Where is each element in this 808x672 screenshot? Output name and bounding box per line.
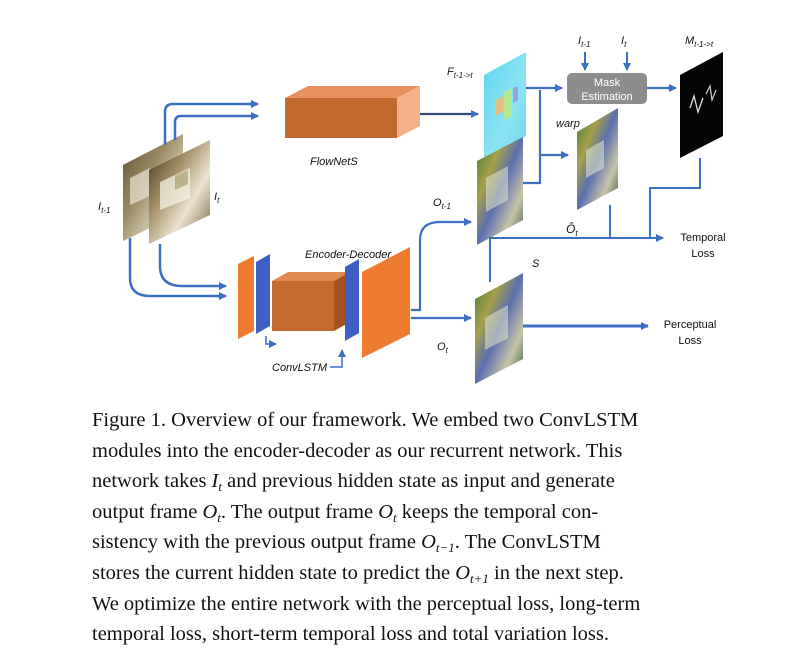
label-o-prev: O (433, 197, 442, 209)
label-flow-sub: t-1->t (454, 71, 474, 80)
mask-estimation-label-1: Mask (594, 77, 621, 89)
caption-line-4-b: . The output frame (220, 500, 379, 523)
warped-output-image (577, 108, 618, 210)
label-flow: F (447, 66, 455, 78)
arrow-to-temporal-loss (489, 234, 664, 282)
label-mask-out: M (685, 35, 695, 47)
caption-line-4-c: keeps the temporal con- (396, 500, 599, 523)
input-frame-current (149, 140, 210, 244)
label-i-current: I (214, 191, 217, 203)
framework-diagram: It-1 It FlowNetS Ft-1->t It-1 It Mask Es… (98, 35, 726, 384)
optical-flow-image (484, 52, 526, 158)
caption-line-5: sistency with the previous output frame … (92, 527, 764, 558)
caption-math-oprev-sub: t−1 (435, 540, 455, 556)
label-mask-in-prev: I (578, 35, 581, 47)
caption-line-3: network takes It and previous hidden sta… (92, 466, 764, 497)
label-i-prev: I (98, 201, 101, 213)
temporal-loss-label-1: Temporal (680, 232, 725, 244)
arrow-current-to-flownet (173, 112, 259, 140)
figure-caption: Figure 1. Overview of our framework. We … (92, 405, 764, 650)
convlstm-label: ConvLSTM (272, 362, 328, 374)
flownets-label: FlowNetS (310, 156, 358, 168)
caption-line-3-a: network takes (92, 470, 212, 493)
label-o-hat-sub: t (575, 229, 578, 238)
arrow-decoder-to-prev-output (411, 218, 472, 312)
arrow-prev-to-encoder (128, 238, 227, 300)
convlstm-right-arrow (330, 349, 346, 368)
arrow-prev-output-to-warp (523, 155, 542, 185)
flownets-block (285, 86, 420, 138)
arrow-prev-to-flownet (163, 100, 259, 145)
mask-estimation-label-2: Estimation (581, 91, 632, 103)
caption-math-o2: O (378, 500, 394, 523)
caption-line-1: Figure 1. Overview of our framework. We … (92, 409, 639, 431)
caption-math-o: O (202, 500, 218, 523)
line-mask-to-temporal (649, 158, 701, 238)
label-mask-in-current-sub: t (624, 40, 627, 49)
perceptual-loss-label-2: Loss (678, 335, 702, 347)
label-o-t-sub: t (446, 346, 449, 355)
svg-text:Ot: Ot (437, 341, 449, 355)
caption-math-o2-sub: t (393, 509, 397, 525)
caption-line-3-b: and previous hidden state as input and g… (222, 470, 615, 493)
caption-line-6-a: stores the current hidden state to predi… (92, 561, 456, 584)
encoder-decoder-label: Encoder-Decoder (305, 249, 392, 261)
occlusion-mask-image (680, 52, 723, 158)
encoder-decoder-block (238, 247, 410, 358)
caption-line-5-b: . The ConvLSTM (454, 531, 601, 554)
svg-text:Ft-1->t: Ft-1->t (447, 66, 473, 80)
warp-label: warp (556, 118, 580, 130)
svg-text:Ôt: Ôt (566, 221, 578, 238)
svg-text:It-1: It-1 (98, 201, 110, 215)
label-i-prev-sub: t-1 (101, 206, 110, 215)
svg-text:It: It (621, 35, 627, 49)
caption-line-2: modules into the encoder-decoder as our … (92, 439, 623, 462)
caption-math-onext-sub: t+1 (470, 570, 489, 586)
caption-line-4-a: output frame (92, 500, 203, 523)
arrow-current-to-encoder (158, 244, 227, 290)
label-mask-in-prev-sub: t-1 (581, 40, 590, 49)
previous-output-frame (477, 137, 523, 245)
perceptual-loss-label-1: Perceptual (664, 319, 717, 331)
caption-line-8: temporal loss, short-term temporal loss … (92, 623, 609, 646)
label-o-prev-sub: t-1 (442, 202, 451, 211)
output-frame (475, 273, 523, 384)
caption-line-7: We optimize the entire network with the … (92, 592, 641, 615)
caption-math-o-sub: t (217, 509, 221, 525)
caption-line-5-a: sistency with the previous output frame (92, 531, 422, 554)
label-o-hat: Ô (566, 221, 575, 236)
svg-text:It: It (214, 191, 220, 205)
caption-math-oprev: O (421, 531, 436, 554)
svg-text:Mt-1->t: Mt-1->t (685, 35, 714, 49)
temporal-loss-label-2: Loss (691, 248, 715, 260)
caption-line-6: stores the current hidden state to predi… (92, 558, 764, 589)
caption-line-4: output frame Ot. The output frame Ot kee… (92, 497, 764, 528)
caption-math-i: I (211, 470, 219, 493)
svg-text:Ot-1: Ot-1 (433, 197, 451, 211)
mask-estimation-box (567, 73, 647, 104)
label-mask-in-current: I (621, 35, 624, 47)
svg-text:It-1: It-1 (578, 35, 590, 49)
convlstm-left-arrow (265, 336, 277, 348)
caption-line-6-b: in the next step. (488, 561, 624, 584)
caption-math-i-sub: t (218, 479, 222, 495)
label-mask-out-sub: t-1->t (694, 40, 714, 49)
label-i-current-sub: t (217, 196, 220, 205)
caption-math-onext: O (455, 561, 470, 584)
label-o-t: O (437, 341, 446, 353)
label-s: S (532, 258, 540, 270)
